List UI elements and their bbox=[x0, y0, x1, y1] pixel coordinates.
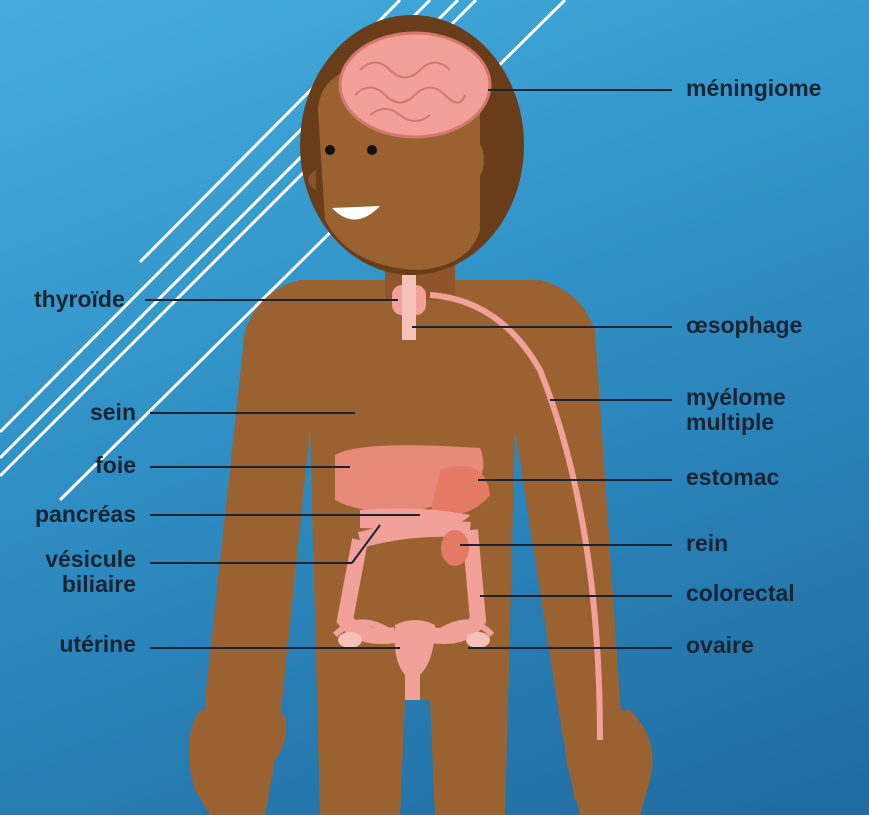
label-oesophage: œsophage bbox=[686, 313, 802, 338]
left-hand bbox=[189, 710, 287, 815]
ovary-left bbox=[338, 632, 362, 648]
label-colorectal: colorectal bbox=[686, 581, 795, 606]
eye-left bbox=[325, 145, 335, 155]
label-rein: rein bbox=[686, 531, 728, 556]
right-hand bbox=[565, 710, 653, 815]
label-foie: foie bbox=[95, 453, 136, 478]
label-vesicule-line2: biliaire bbox=[45, 572, 136, 597]
label-sein: sein bbox=[90, 400, 136, 425]
label-estomac: estomac bbox=[686, 465, 779, 490]
ear bbox=[456, 138, 484, 182]
label-myelome: myélome multiple bbox=[686, 385, 786, 436]
ovary-right bbox=[466, 632, 490, 648]
label-thyroide: thyroïde bbox=[34, 287, 125, 312]
label-ovaire: ovaire bbox=[686, 633, 754, 658]
label-meningiome: méningiome bbox=[686, 76, 821, 101]
label-myelome-line2: multiple bbox=[686, 410, 786, 435]
esophagus bbox=[402, 275, 416, 340]
label-uterine: utérine bbox=[59, 632, 136, 657]
label-vesicule: vésicule biliaire bbox=[45, 547, 136, 598]
eye-right bbox=[367, 145, 377, 155]
label-pancreas: pancréas bbox=[35, 502, 136, 527]
label-vesicule-line1: vésicule bbox=[45, 547, 136, 572]
label-myelome-line1: myélome bbox=[686, 385, 786, 410]
kidney bbox=[441, 530, 469, 566]
